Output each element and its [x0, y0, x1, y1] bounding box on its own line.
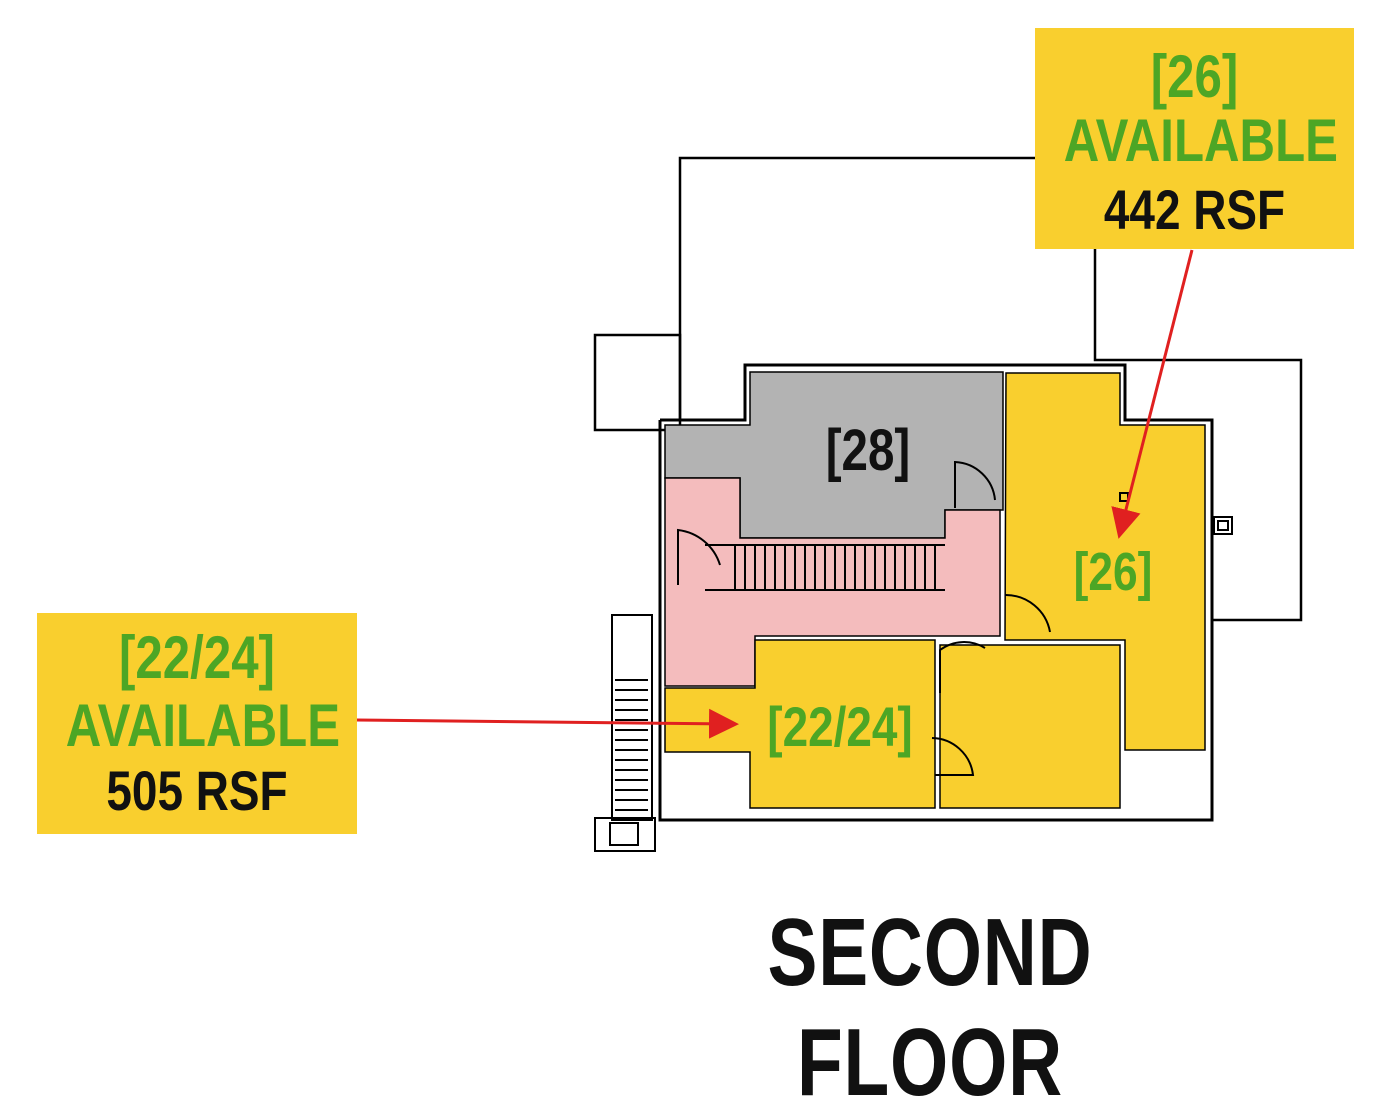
callout-26-area: 442 RSF	[1103, 178, 1286, 241]
callout-26-id: [26]	[1150, 43, 1239, 110]
building-outline	[593, 156, 1303, 622]
arrow-to-26	[1111, 249, 1194, 539]
exterior-stairs	[594, 614, 656, 852]
room-26[interactable]	[1004, 372, 1206, 751]
room-28-label: [28]	[826, 419, 911, 484]
common-corridor	[664, 477, 1001, 687]
callout-22-24-area: 505 RSF	[106, 759, 288, 822]
arrow-to-22-24	[355, 708, 739, 739]
callout-26-status: AVAILABLE	[1063, 107, 1338, 174]
callout-22-24-status: AVAILABLE	[65, 692, 341, 759]
callout-suite-26: [26] AVAILABLE 442 RSF	[1035, 28, 1354, 249]
door-swings	[677, 460, 1051, 776]
room-26-label: [26]	[1074, 542, 1153, 602]
room-adjacent	[939, 644, 1121, 809]
room-22-24-label: [22/24]	[767, 696, 912, 758]
interior-stairs	[705, 544, 945, 591]
floor-title: SECOND FLOOR	[767, 899, 1093, 1116]
callout-22-24-id: [22/24]	[119, 624, 275, 691]
fixtures	[1119, 492, 1233, 535]
floor-plan: [28] [26] [22/24]	[355, 156, 1303, 852]
main-block-walls	[658, 363, 1214, 822]
callout-suite-22-24: [22/24] AVAILABLE 505 RSF	[37, 613, 357, 834]
room-22-24[interactable]	[664, 639, 936, 809]
